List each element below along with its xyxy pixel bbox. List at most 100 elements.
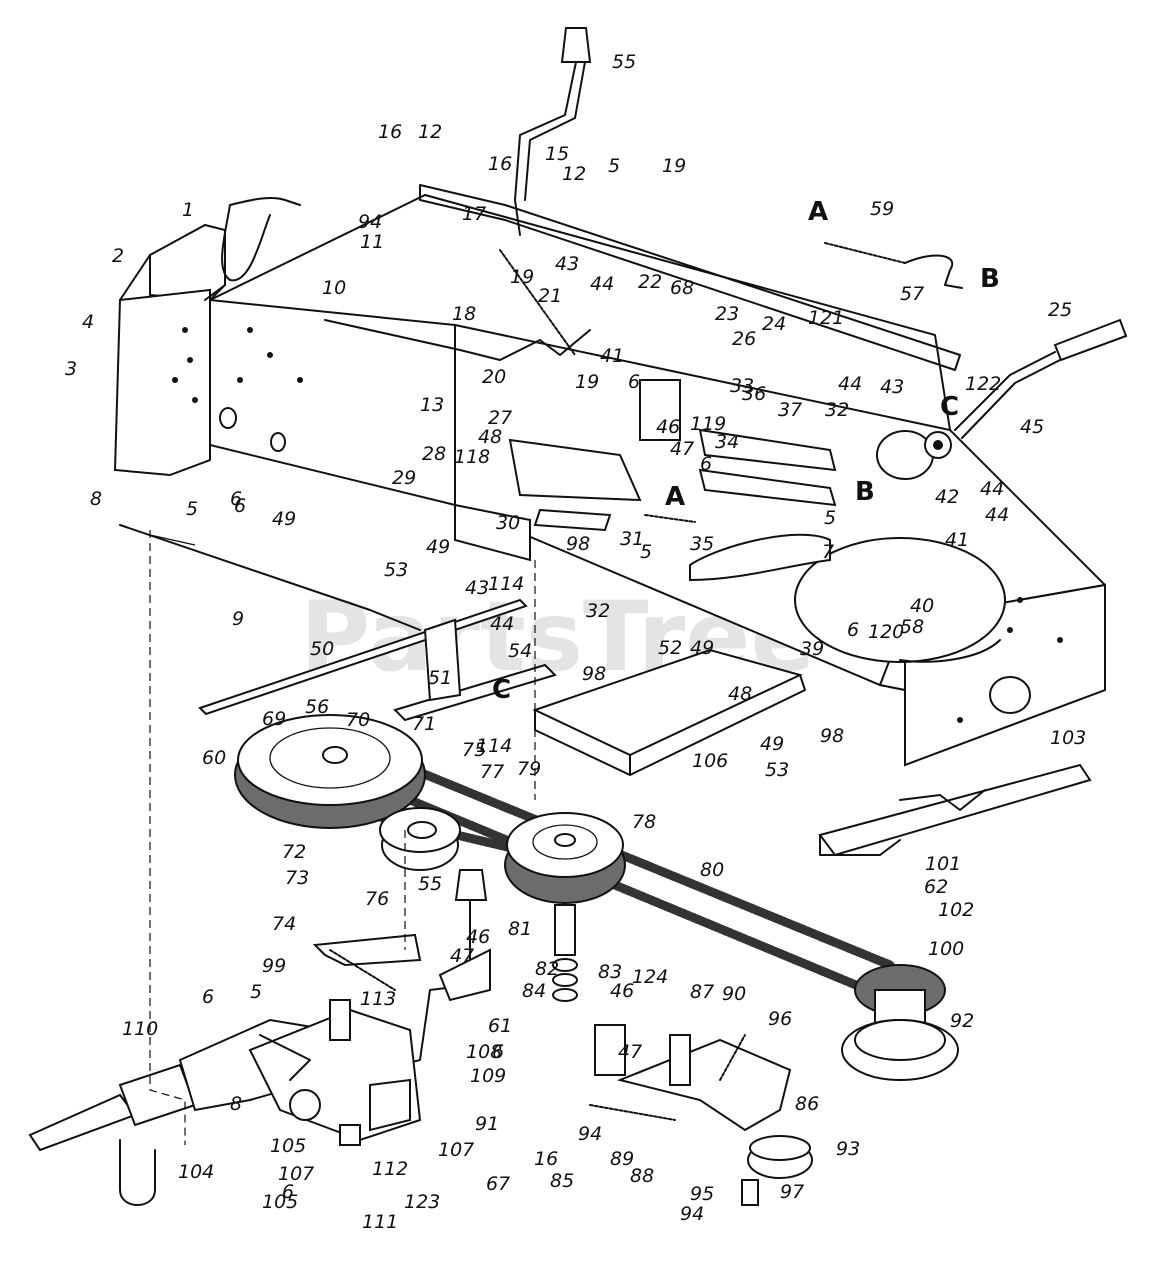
part-callout: 78 [632, 811, 656, 833]
part-callout: 54 [508, 640, 532, 662]
spring-59 [824, 242, 906, 264]
shift-lever [514, 27, 592, 236]
part-callout: 70 [346, 709, 370, 731]
part-callout: 6 [230, 488, 242, 510]
part-callout: 49 [272, 508, 296, 530]
part-callout: 55 [418, 873, 442, 895]
part-callout: 107 [438, 1139, 474, 1161]
part-callout: 19 [510, 266, 534, 288]
part-callout: 8 [90, 488, 102, 510]
part-callout: 46 [610, 980, 634, 1002]
part-callout: 51 [428, 667, 452, 689]
part-callout: 88 [630, 1165, 654, 1187]
letter-c-left: C [492, 675, 511, 705]
part-callout: 109 [470, 1065, 506, 1087]
part-callout: 72 [282, 841, 306, 863]
part-callout: 94 [358, 211, 382, 233]
part-callout: 46 [466, 926, 490, 948]
part-callout: 103 [1050, 727, 1086, 749]
part-callout: 60 [202, 747, 226, 769]
part-callout: 87 [690, 981, 714, 1003]
part-callout: 25 [1048, 299, 1072, 321]
part-callout: 119 [690, 413, 726, 435]
part-callout: 48 [478, 426, 502, 448]
part-callout: 98 [820, 725, 844, 747]
part-callout: 15 [545, 143, 569, 165]
part-callout: 46 [656, 416, 680, 438]
pulley-99 [841, 964, 959, 1081]
part-callout: 76 [365, 888, 389, 910]
spring-21 [499, 249, 576, 356]
part-callout: 102 [938, 899, 974, 921]
part-callout: 47 [618, 1041, 642, 1063]
part-callout: 97 [780, 1181, 804, 1203]
control-rod [324, 319, 591, 361]
lift-lever [954, 318, 1128, 439]
part-callout: 82 [535, 958, 559, 980]
part-callout: 44 [490, 613, 514, 635]
part-callout: 47 [450, 945, 474, 967]
part-callout: 89 [610, 1148, 634, 1170]
part-callout: 37 [778, 399, 802, 421]
part-callout: 36 [742, 383, 766, 405]
part-callout: 98 [566, 533, 590, 555]
part-callout: 55 [612, 51, 636, 73]
part-callout: 27 [488, 407, 512, 429]
transaxle [28, 999, 422, 1152]
pulley-70 [234, 714, 426, 829]
pulley-79 [504, 812, 626, 904]
part-callout: 62 [924, 876, 948, 898]
part-callout: 17 [462, 203, 486, 225]
part-callout: 11 [360, 231, 384, 253]
part-callout: 86 [795, 1093, 819, 1115]
part-callout: 61 [488, 1015, 512, 1037]
part-callout: 16 [488, 153, 512, 175]
part-callout: 118 [454, 446, 490, 468]
part-callout: 101 [925, 853, 961, 875]
part-callout: 43 [465, 577, 489, 599]
letter-c-right: C [940, 392, 959, 422]
letter-a-mid: A [665, 482, 685, 512]
part-callout: 91 [475, 1113, 499, 1135]
part-callout: 5 [608, 155, 620, 177]
part-callout: 16 [378, 121, 402, 143]
part-callout: 1 [182, 199, 194, 221]
part-callout: 79 [517, 758, 541, 780]
part-callout: 44 [838, 373, 862, 395]
part-callout: 58 [900, 616, 924, 638]
part-callout: 50 [310, 638, 334, 660]
part-callout: 12 [418, 121, 442, 143]
part-callout: 48 [728, 683, 752, 705]
part-callout: 41 [600, 345, 624, 367]
part-callout: 104 [178, 1161, 214, 1183]
part-callout: 113 [360, 988, 396, 1010]
part-callout: 6 [847, 619, 859, 641]
part-callout: 123 [404, 1191, 440, 1213]
part-callout: 13 [420, 394, 444, 416]
part-callout: 8 [230, 1093, 242, 1115]
part-callout: 105 [270, 1135, 306, 1157]
part-callout: 77 [480, 761, 504, 783]
part-callout: 57 [900, 283, 924, 305]
part-callout: 43 [880, 376, 904, 398]
part-callout: 107 [278, 1163, 314, 1185]
part-callout: 85 [550, 1170, 574, 1192]
part-callout: 111 [362, 1211, 398, 1233]
part-callout: 19 [575, 371, 599, 393]
part-callout: 43 [555, 253, 579, 275]
letter-a-top: A [808, 197, 828, 227]
part-callout: 108 [466, 1041, 502, 1063]
part-callout: 6 [282, 1181, 294, 1203]
letter-b-mid: B [855, 477, 875, 507]
part-callout: 75 [462, 739, 486, 761]
part-callout: 110 [122, 1018, 158, 1040]
part-callout: 44 [980, 478, 1004, 500]
part-callout: 40 [910, 595, 934, 617]
part-callout: 7 [822, 541, 834, 563]
top-rail [419, 184, 961, 371]
part-callout: 6 [234, 495, 246, 517]
part-callout: 114 [488, 573, 524, 595]
part-callout: 120 [868, 621, 904, 643]
part-callout: 68 [670, 277, 694, 299]
